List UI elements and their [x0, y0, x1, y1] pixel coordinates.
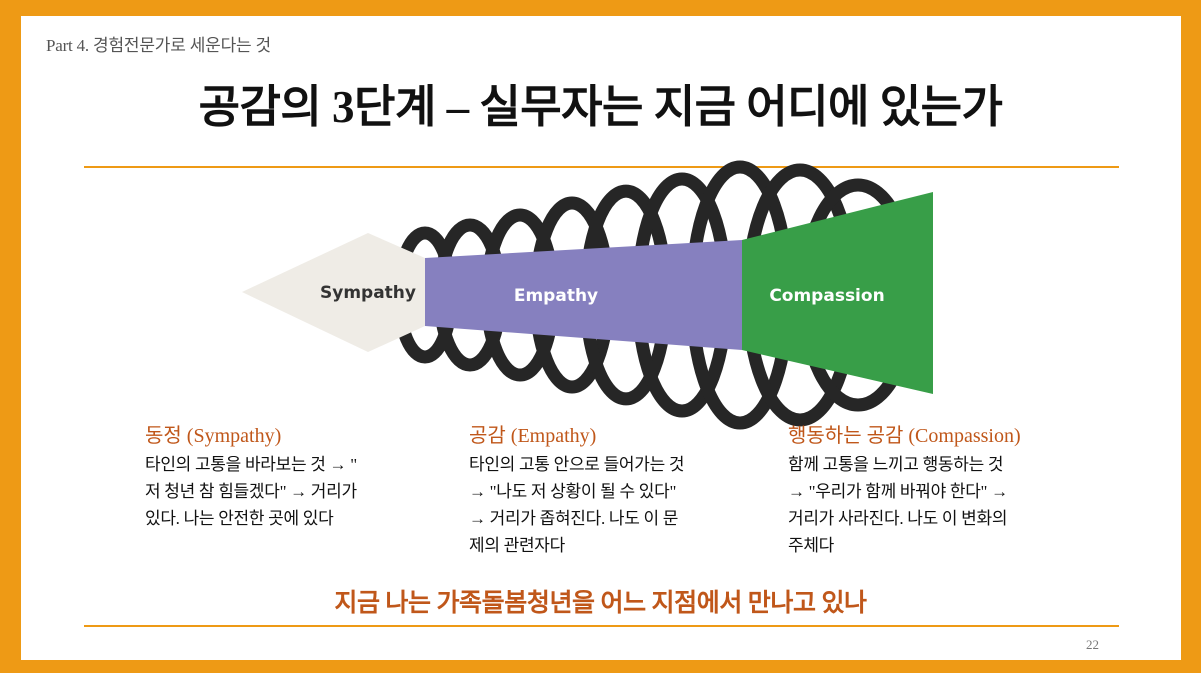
column-line: 거리가 사라진다. 나도 이 변화의 — [788, 509, 1008, 528]
bottom-divider — [84, 625, 1119, 627]
column-line: 함께 고통을 느끼고 행동하는 것 — [788, 455, 1004, 474]
stage-empathy-shape — [425, 240, 742, 350]
column-line: 타인의 고통을 바라보는 것 → " — [145, 455, 357, 474]
stage-column-sympathy: 동정 (Sympathy) 타인의 고통을 바라보는 것 → " 저 청년 참 … — [145, 423, 435, 532]
stage-sympathy-label: Sympathy — [320, 283, 416, 303]
reflection-question: 지금 나는 가족돌봄청년을 어느 지점에서 만나고 있나 — [334, 590, 867, 617]
column-line: 저 청년 참 힘들겠다" → 거리가 — [145, 482, 357, 501]
column-body: 함께 고통을 느끼고 행동하는 것 → "우리가 함께 바꿔야 한다" → 거리… — [788, 451, 1098, 559]
stage-column-compassion: 행동하는 공감 (Compassion) 함께 고통을 느끼고 행동하는 것 →… — [788, 423, 1098, 559]
column-line: 주체다 — [788, 536, 835, 555]
column-line: → "우리가 함께 바꿔야 한다" → — [788, 482, 1008, 501]
page-number: 22 — [1086, 637, 1099, 652]
column-line: 있다. 나는 안전한 곳에 있다 — [145, 509, 334, 528]
column-line: → "나도 저 상황이 될 수 있다" — [469, 482, 677, 501]
column-line: 타인의 고통 안으로 들어가는 것 — [469, 455, 685, 474]
stage-compassion-shape — [742, 192, 933, 394]
stage-compassion-label: Compassion — [769, 286, 884, 306]
column-heading: 행동하는 공감 (Compassion) — [788, 425, 1021, 447]
slide-title: 공감의 3단계 – 실무자는 지금 어디에 있는가 — [198, 82, 1003, 132]
column-body: 타인의 고통 안으로 들어가는 것 → "나도 저 상황이 될 수 있다" → … — [469, 451, 754, 559]
top-divider — [84, 166, 1119, 168]
stage-column-empathy: 공감 (Empathy) 타인의 고통 안으로 들어가는 것 → "나도 저 상… — [469, 423, 754, 559]
column-body: 타인의 고통을 바라보는 것 → " 저 청년 참 힘들겠다" → 거리가 있다… — [145, 451, 435, 532]
column-heading: 공감 (Empathy) — [469, 425, 597, 447]
column-heading: 동정 (Sympathy) — [145, 425, 282, 447]
stage-sympathy-shape — [242, 233, 425, 352]
column-line: 제의 관련자다 — [469, 536, 565, 555]
column-line: → 거리가 좁혀진다. 나도 이 문 — [469, 509, 679, 528]
breadcrumb: Part 4. 경험전문가로 세운다는 것 — [46, 36, 271, 55]
stage-empathy-label: Empathy — [514, 286, 598, 306]
